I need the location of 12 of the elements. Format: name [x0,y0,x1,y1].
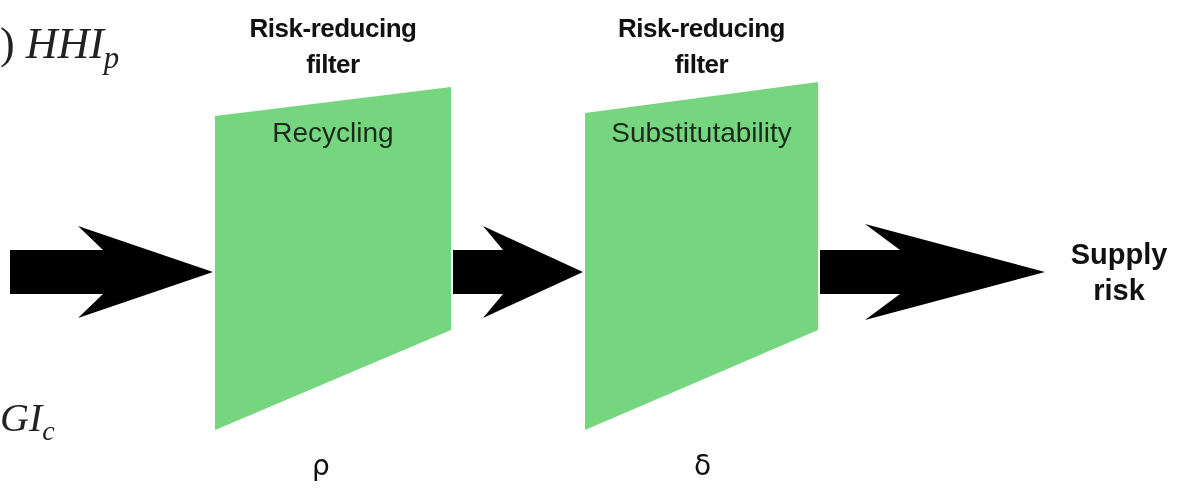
filter-heading: Risk-reducing filter [248,12,418,81]
parameter-symbol: ρ [312,452,330,480]
filter-name: Substitutability [610,116,793,150]
filter-name: Recycling [271,116,395,150]
filter-heading: Risk-reducing filter [617,12,786,81]
block-arrow [820,224,1045,320]
formula-fragment: GI$_{c}$ [0,398,55,445]
formula-fragment: ) HHI$_{p}$ [0,22,120,74]
block-arrow [10,226,213,318]
parameter-symbol: δ [694,452,712,480]
block-arrow [453,226,583,318]
output-label: Supply risk [1060,236,1178,308]
